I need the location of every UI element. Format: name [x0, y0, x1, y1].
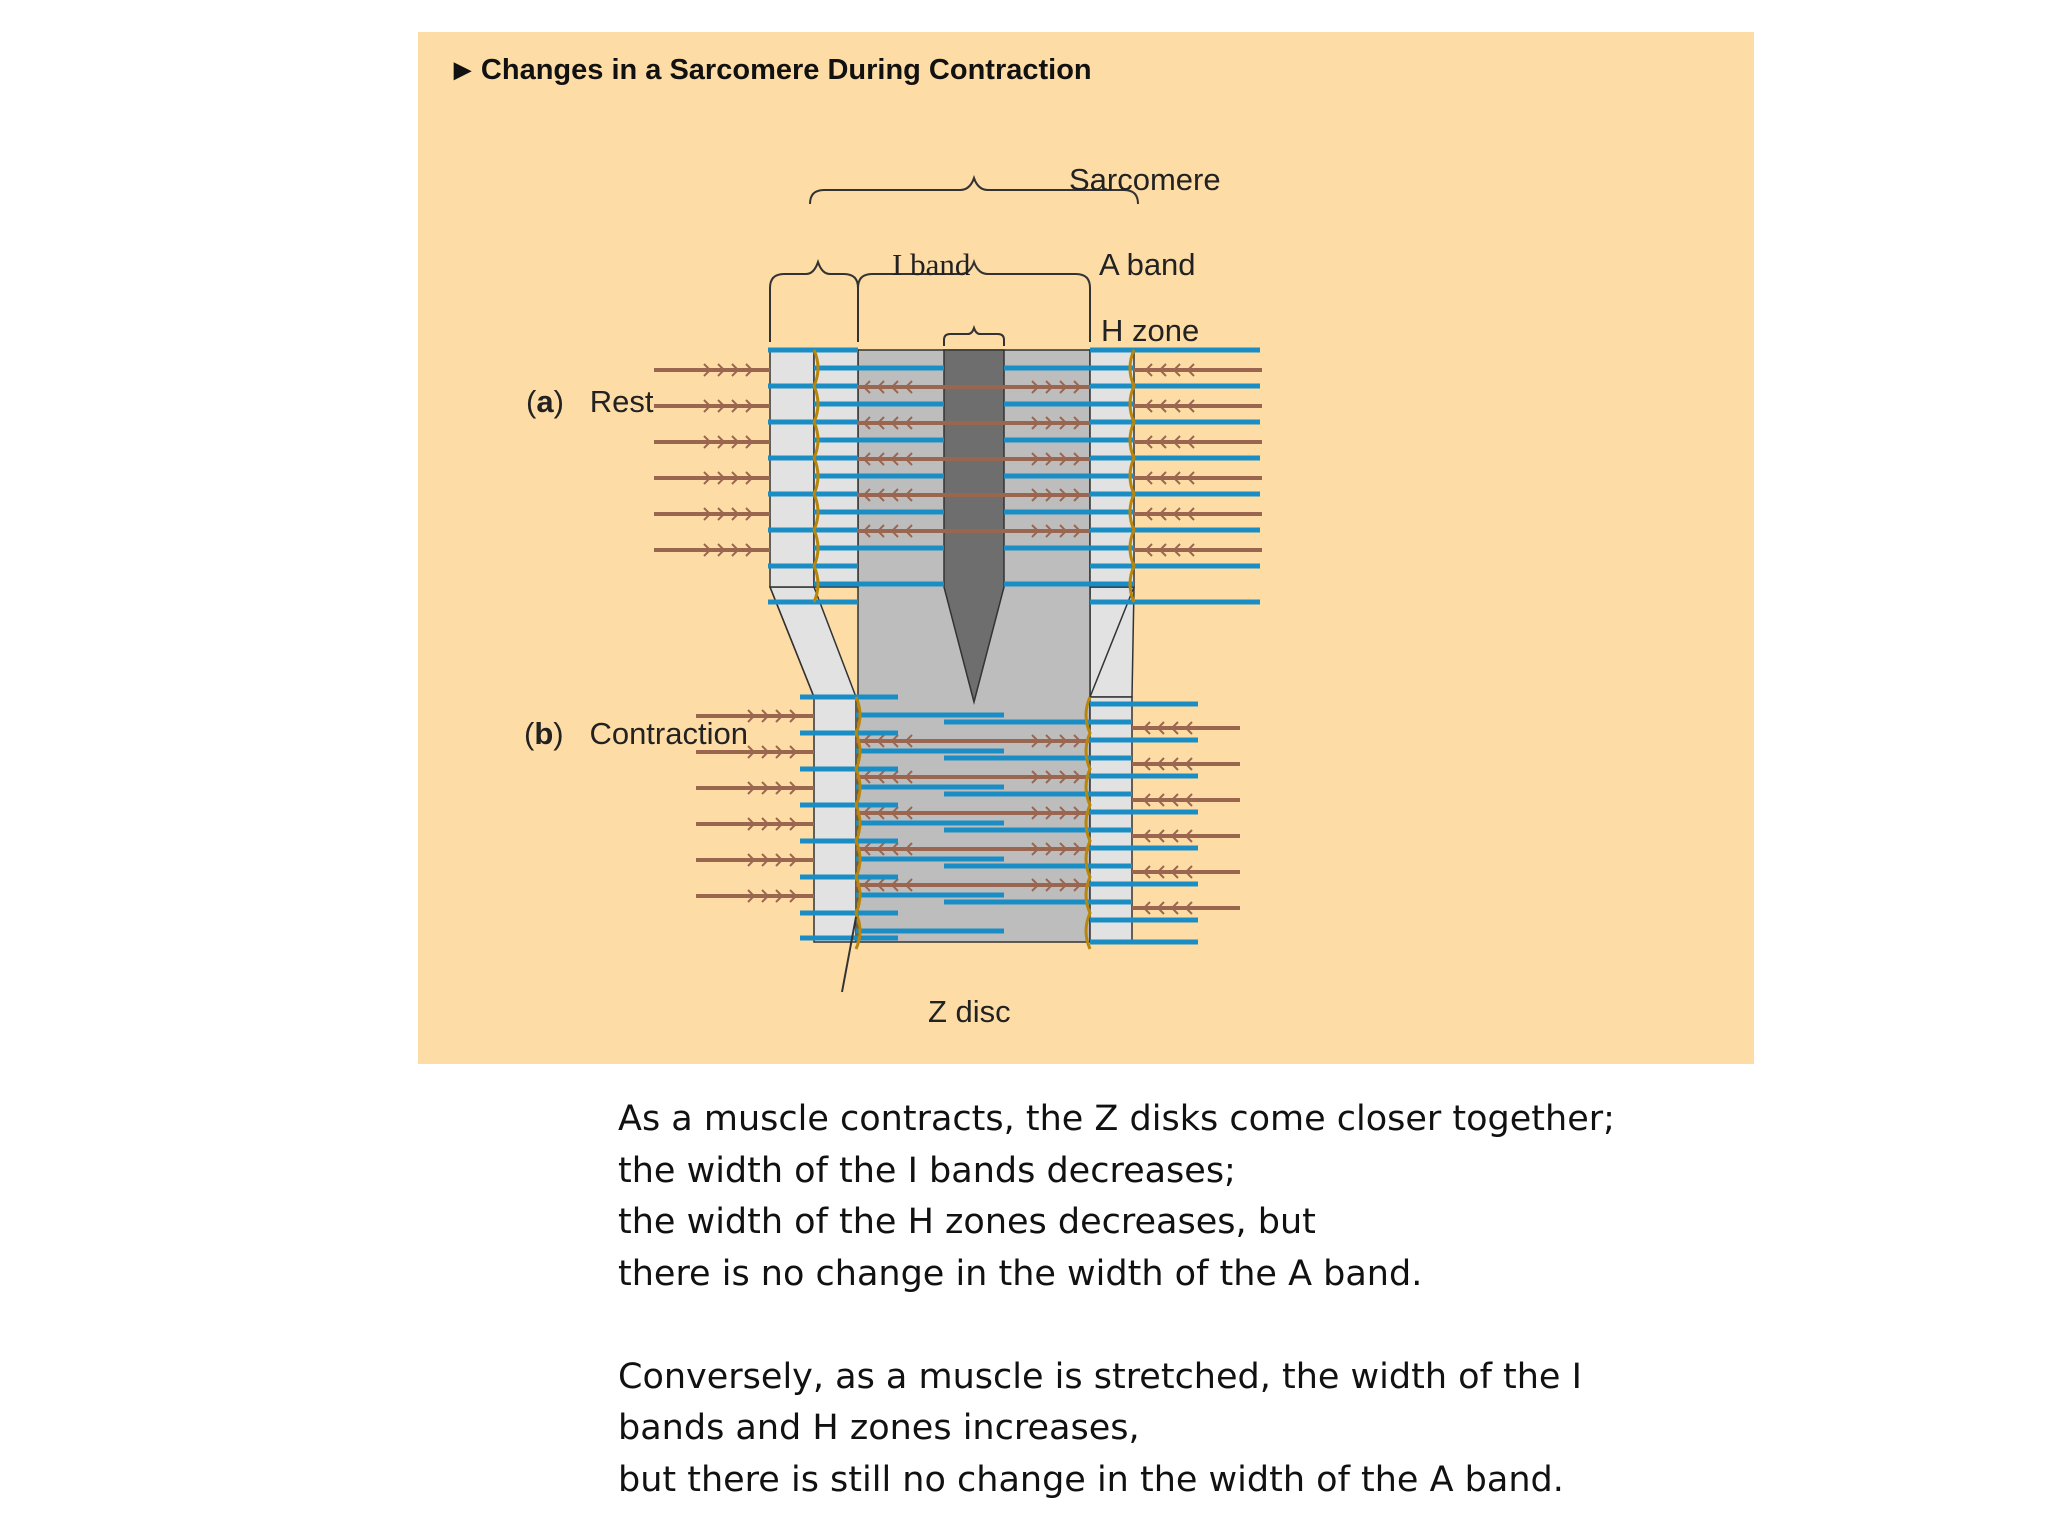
- caption-line: As a muscle contracts, the Z disks come …: [618, 1099, 1615, 1139]
- a-band-bracket: [857, 258, 1091, 342]
- i-band-bracket: [769, 258, 859, 342]
- rest-text: Rest: [589, 384, 654, 419]
- caption-line: the width of the I bands decreases;: [618, 1150, 1236, 1191]
- paragraph-gap: [618, 1300, 1718, 1352]
- z-disc-leader: [841, 916, 857, 993]
- h-zone-bracket: [943, 324, 1005, 346]
- caption-line: but there is still no change in the widt…: [618, 1459, 1564, 1500]
- sarcomere-bracket: [809, 174, 1139, 205]
- caption-line: there is no change in the width of the A…: [618, 1253, 1423, 1294]
- caption-line: the width of the H zones decreases, but: [618, 1202, 1316, 1242]
- contraction-actin-filaments: [800, 694, 1198, 945]
- contraction-letter: b: [534, 716, 554, 751]
- a-band-label: A band: [1099, 247, 1196, 282]
- play-triangle-icon: ▶: [454, 57, 471, 82]
- contraction-i-band-right: [1089, 696, 1133, 943]
- sarcomere-label: Sarcomere: [1069, 162, 1221, 197]
- caption-line: Conversely, as a muscle is stretched, th…: [618, 1356, 1582, 1397]
- contraction-label: (b) Contraction: [524, 716, 748, 751]
- rest-z-discs: [812, 349, 1136, 603]
- figure-title: ▶ Changes in a Sarcomere During Contracti…: [454, 54, 1092, 87]
- contraction-i-band-left: [813, 696, 857, 943]
- z-disc-label: Z disc: [928, 994, 1011, 1029]
- caption-line: bands and H zones increases,: [618, 1408, 1140, 1448]
- contraction-myosin-heads: [747, 709, 1193, 915]
- figure-panel: ▶ Changes in a Sarcomere During Contracti…: [418, 32, 1754, 1064]
- contraction-z-discs: [854, 696, 1092, 950]
- rest-letter: a: [536, 384, 554, 419]
- h-zone-label: H zone: [1101, 313, 1200, 348]
- rest-label: (a) Rest: [526, 384, 654, 419]
- i-band-label: I band: [892, 247, 971, 282]
- sarcomere-diagram: [654, 174, 1262, 993]
- rest-myosin-heads: [703, 363, 1195, 557]
- contraction-text: Contraction: [589, 716, 748, 751]
- figure-title-text: Changes in a Sarcomere During Contractio…: [480, 54, 1092, 86]
- caption-text: As a muscle contracts, the Z disks come …: [618, 1094, 1718, 1506]
